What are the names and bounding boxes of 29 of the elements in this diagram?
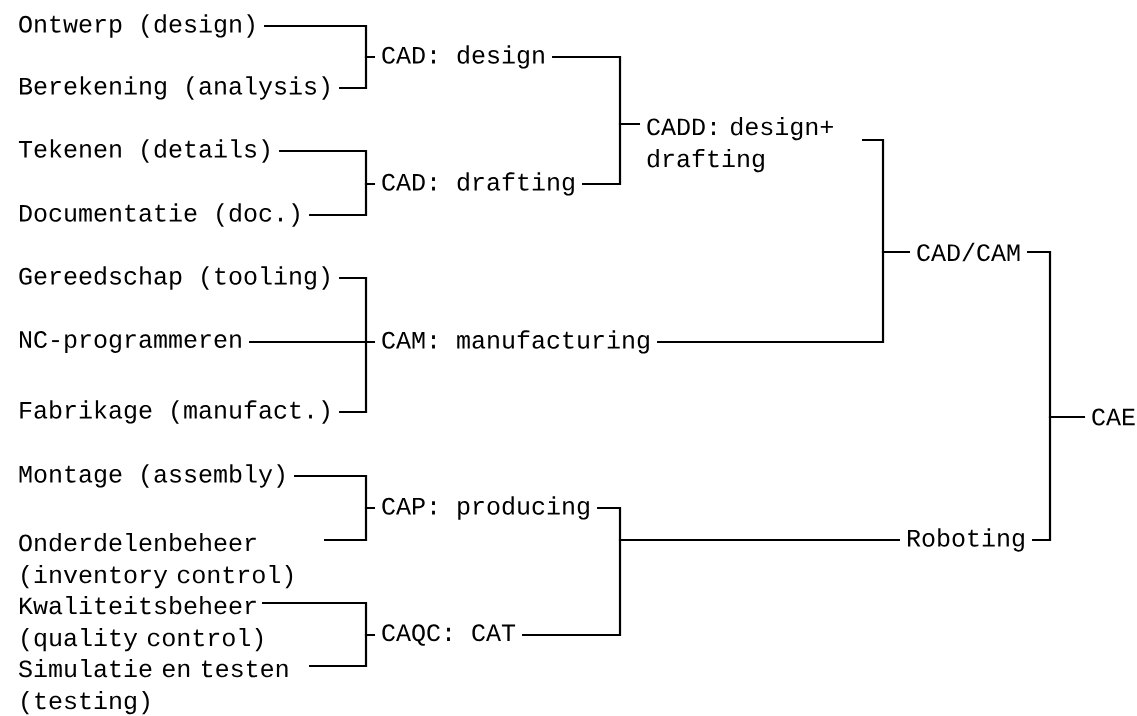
term-text: CAD: drafting (382, 172, 574, 196)
term-text: Documentatie (doc.) (20, 203, 299, 227)
bracket-line (657, 250, 910, 344)
term-text: Ontwerp (design) (19, 14, 254, 38)
term-text: Fabrikage (manufact.) (20, 400, 329, 424)
term-text: CAD: design (382, 45, 544, 69)
term-text: Berekening (analysis) (20, 76, 329, 100)
term-text: Kwaliteitsbeheer (quality control) (20, 596, 263, 652)
bracket-line (309, 182, 375, 217)
term-text: NC-programmeren (20, 331, 241, 353)
bracket-line (522, 538, 900, 637)
bracket-line (339, 55, 375, 90)
bracket-line (309, 633, 375, 668)
term-text: Onderdelenbeheer (inventory control) (19, 533, 293, 589)
term-text: CADD: design+ drafting (647, 117, 833, 173)
term-text: CAD/CAM (917, 242, 1020, 262)
term-text: CAM: manufacturing (382, 330, 649, 354)
bracket-line (582, 122, 640, 186)
term-text: Montage (assembly) (19, 464, 284, 488)
term-text: CAQC: CAT (382, 624, 516, 646)
term-text: Gereedschap (tooling) (19, 266, 329, 290)
bracket-line (339, 340, 375, 414)
term-text: Roboting (908, 528, 1024, 552)
bracket-line (1032, 415, 1085, 542)
term-text: Tekenen (details) (18, 139, 269, 163)
bracket-line (324, 506, 375, 542)
term-text: CAE (1092, 408, 1135, 426)
term-text: CAP: producing (382, 496, 589, 520)
term-text: Simulatie en testen (testing) (19, 659, 288, 715)
